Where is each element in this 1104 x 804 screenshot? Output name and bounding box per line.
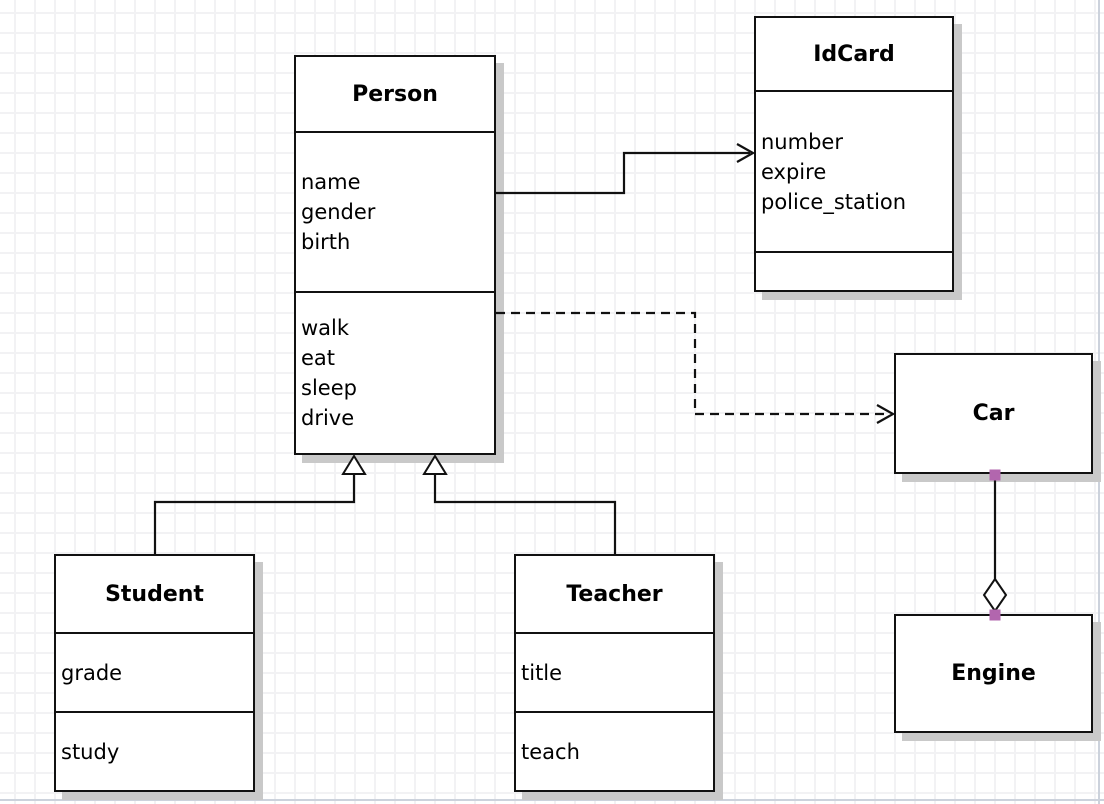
attribute: gender [301,200,376,224]
page-boundary-bottom [0,799,1104,801]
attribute: number [761,129,843,154]
method: walk [301,316,350,340]
hollow-diamond-icon [982,577,1008,613]
class-title: Person [296,57,494,133]
class-attributes: name gender birth [296,133,494,293]
class-car[interactable]: Car [894,353,1093,474]
class-methods-empty [756,253,952,290]
class-methods: study [56,713,253,790]
hollow-triangle-arrowhead-icon [422,454,448,475]
attribute: title [521,660,563,685]
connector-student-person-generalization[interactable] [153,454,367,554]
association-line [496,151,750,195]
method: eat [301,346,336,370]
dependency-dashed-line [496,311,888,416]
class-title: Engine [951,661,1036,686]
class-title: Car [972,401,1015,426]
connector-car-engine-aggregation[interactable] [982,469,1008,621]
open-arrowhead-icon [736,143,756,163]
class-student[interactable]: Student grade study [54,554,255,792]
attribute: birth [301,230,351,254]
open-arrowhead-icon [876,404,896,424]
generalization-line [433,474,617,554]
class-title: Teacher [516,556,713,634]
attribute: police_station [761,189,907,214]
class-attributes: title [516,634,713,713]
method: teach [521,739,580,764]
attribute: expire [761,159,827,184]
class-methods: teach [516,713,713,790]
class-title: Student [56,556,253,634]
connector-teacher-person-generalization[interactable] [422,454,617,554]
method: study [61,739,120,764]
method: sleep [301,376,357,400]
class-engine[interactable]: Engine [894,614,1093,733]
class-methods: walk eat sleep drive [296,293,494,453]
generalization-line [153,474,356,554]
attribute: grade [61,660,123,685]
method: drive [301,406,355,430]
class-idcard[interactable]: IdCard number expire police_station [754,16,954,292]
class-title: IdCard [756,18,952,92]
class-person[interactable]: Person name gender birth walk eat sleep … [294,55,496,455]
class-teacher[interactable]: Teacher title teach [514,554,715,792]
class-attributes: number expire police_station [756,92,952,253]
connector-person-idcard-association[interactable] [496,143,756,195]
connector-person-car-dependency[interactable] [496,311,896,424]
hollow-triangle-arrowhead-icon [341,454,367,475]
page-boundary-right [1098,0,1100,804]
attribute: name [301,170,361,194]
class-attributes: grade [56,634,253,713]
